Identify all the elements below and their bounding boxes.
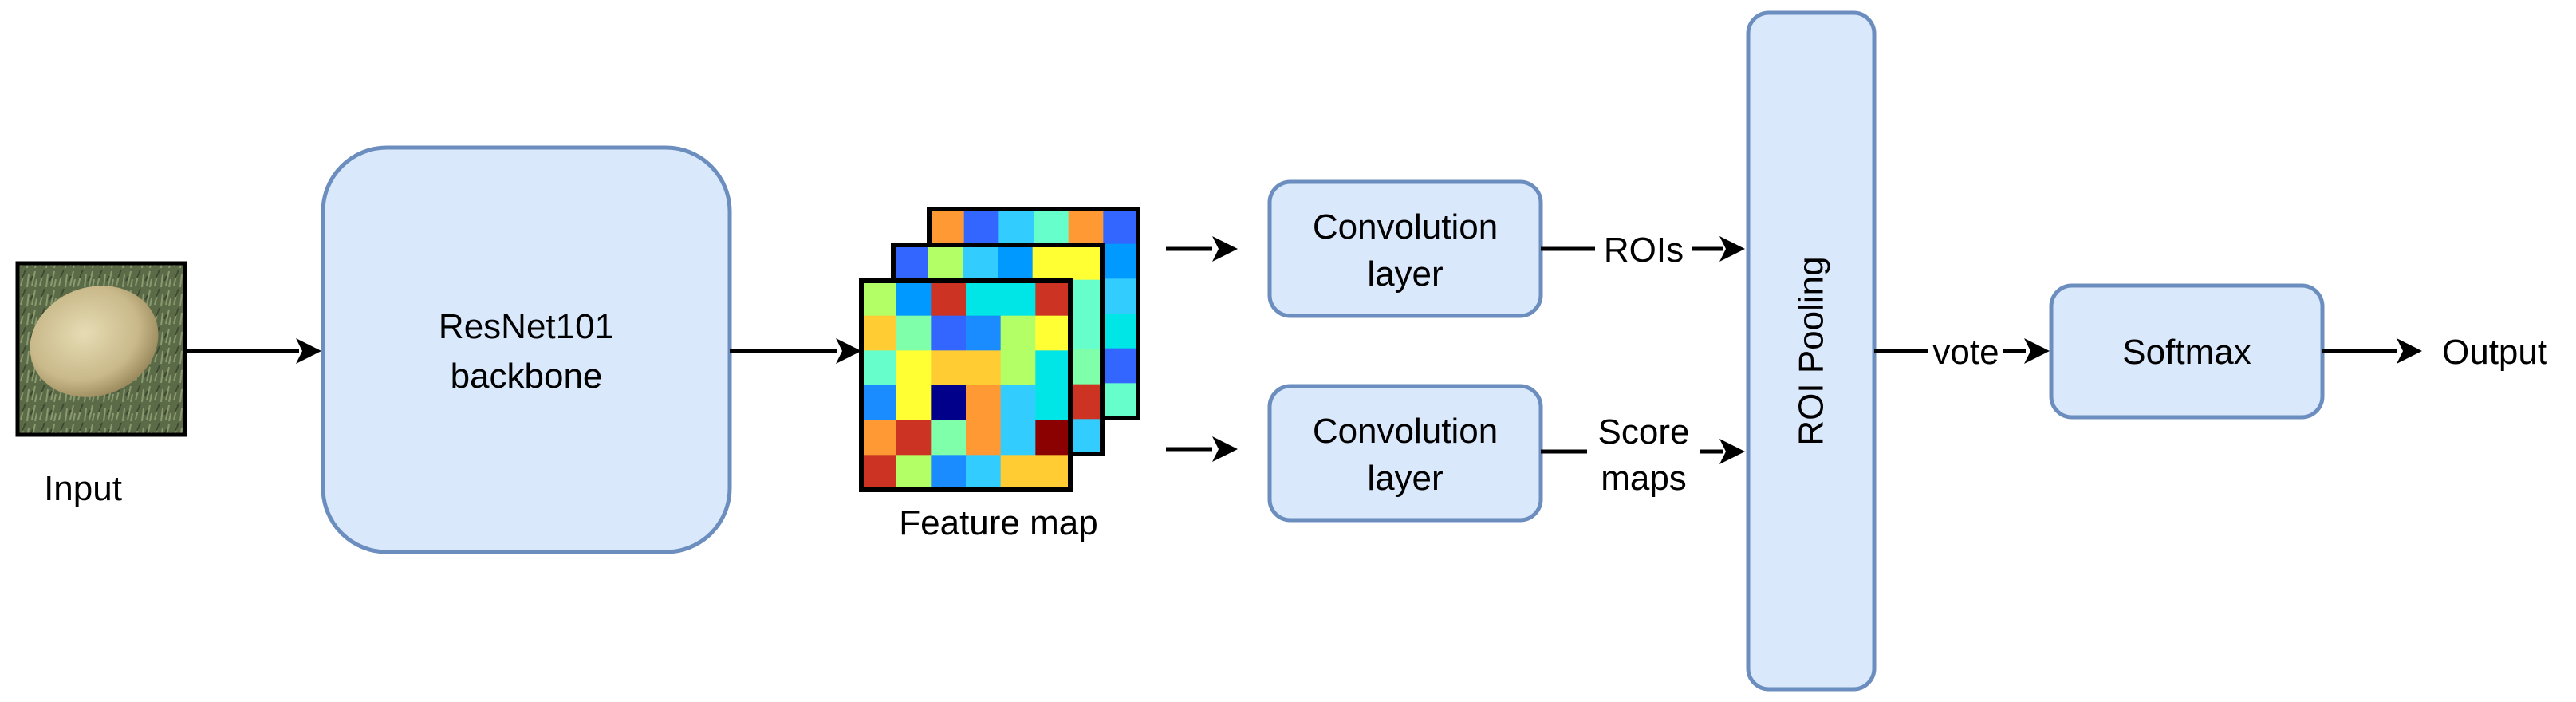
heatmap-cell: [1103, 243, 1139, 279]
heatmap-cell: [1035, 385, 1071, 421]
heatmap-cell: [1035, 315, 1071, 351]
heatmap-cell: [1000, 455, 1036, 491]
heatmap-cell: [1067, 419, 1103, 455]
heatmap-cell: [931, 455, 967, 491]
input-image: [15, 261, 187, 437]
heatmap-cell: [963, 209, 999, 245]
heatmap-cell: [861, 315, 897, 351]
heatmap-cell: [1035, 420, 1071, 456]
heatmap-cell: [929, 209, 965, 245]
heatmap-cell: [861, 350, 897, 386]
heatmap-cell: [931, 385, 967, 421]
feature-map-label: Feature map: [899, 503, 1097, 542]
softmax-label: Softmax: [2122, 333, 2251, 372]
roi-pooling-label: ROI Pooling: [1792, 256, 1831, 445]
heatmap-cell: [1067, 245, 1103, 281]
conv-bottom-label-line1: Convolution: [1313, 412, 1498, 451]
heatmap-cell: [896, 455, 932, 491]
heatmap-cell: [1035, 455, 1071, 491]
heatmap-cell: [1032, 245, 1068, 281]
heatmap-cell: [966, 420, 1002, 456]
heatmap-cell: [966, 315, 1002, 351]
heatmap-cell: [1035, 281, 1071, 317]
arrow-feature-to-conv-top: [1166, 236, 1238, 262]
heatmap-cell: [963, 245, 998, 281]
heatmap-cell: [861, 455, 897, 491]
conv-bottom-label-line2: layer: [1367, 459, 1443, 498]
input-label: Input: [44, 469, 122, 508]
backbone-node: [321, 145, 732, 554]
heatmap-cell: [928, 245, 963, 281]
heatmap-cell: [966, 385, 1002, 421]
heatmap-cell: [1103, 314, 1139, 349]
output-label: Output: [2442, 333, 2547, 372]
score-maps-label-background: [1587, 408, 1700, 496]
heatmap-cell: [1000, 385, 1036, 421]
heatmap-cell: [861, 281, 897, 317]
heatmap-cell: [893, 245, 929, 281]
heatmap-cell: [1035, 350, 1071, 386]
heatmap-cell: [966, 455, 1002, 491]
heatmap-cell: [861, 420, 897, 456]
heatmap-cell: [1000, 315, 1036, 351]
heatmap-cell: [1000, 281, 1036, 317]
vote-edge-label: vote: [1932, 333, 1999, 372]
potato-photo-icon: [30, 286, 159, 397]
heatmap-cell: [1000, 420, 1036, 456]
heatmap-cell: [1067, 384, 1103, 420]
heatmap-cell: [896, 385, 932, 421]
heatmap-cell: [896, 281, 932, 317]
score-maps-label-line1: Score: [1598, 412, 1690, 452]
conv-top-label-line1: Convolution: [1313, 207, 1498, 246]
heatmap-cell: [1103, 278, 1139, 314]
conv-top-label-line2: layer: [1367, 254, 1443, 294]
conv-layer-top-node: [1267, 179, 1543, 318]
heatmap-cell: [896, 420, 932, 456]
heatmap-cell: [896, 315, 932, 351]
heatmap-cell: [1103, 348, 1139, 384]
heatmap-cell: [931, 315, 967, 351]
heatmap-cell: [1000, 350, 1036, 386]
arrow-feature-to-conv-bottom: [1166, 436, 1238, 462]
heatmap-stack-icon: [859, 207, 1140, 492]
heatmap-cell: [931, 350, 967, 386]
arrow-input-to-backbone: [185, 338, 321, 364]
arrow-softmax-to-output: [2322, 338, 2422, 364]
rois-edge-label: ROIs: [1604, 231, 1684, 270]
heatmap-cell: [931, 420, 967, 456]
heatmap-cell: [998, 245, 1034, 281]
conv-layer-bottom-node: [1267, 384, 1543, 523]
heatmap-cell: [896, 350, 932, 386]
heatmap-cell: [1034, 209, 1069, 245]
heatmap-cell: [1068, 209, 1104, 245]
heatmap-cell: [966, 350, 1002, 386]
heatmap-cell: [1103, 383, 1139, 419]
backbone-label-line1: ResNet101: [439, 307, 614, 346]
heatmap-layer-border: [859, 278, 1073, 492]
heatmap-cell: [1067, 349, 1103, 385]
arrow-rois: [1541, 236, 1745, 262]
score-maps-label-line2: maps: [1601, 459, 1687, 498]
heatmap-cell: [931, 281, 967, 317]
heatmap-cell: [1067, 314, 1103, 350]
heatmap-cell: [861, 385, 897, 421]
arrow-vote: [1874, 338, 2050, 364]
backbone-label-line2: backbone: [451, 357, 603, 396]
heatmap-cell: [1103, 209, 1139, 245]
heatmap-cell: [966, 281, 1002, 317]
arrow-backbone-to-feature-map: [730, 338, 861, 364]
heatmap-cell: [1067, 279, 1103, 315]
heatmap-cell: [998, 209, 1034, 245]
